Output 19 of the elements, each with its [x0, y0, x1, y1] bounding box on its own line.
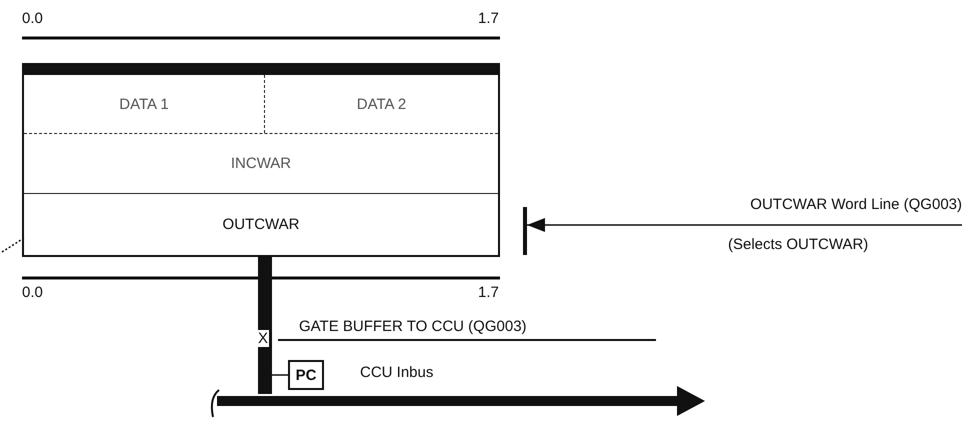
register-field: DATA 2 — [265, 75, 498, 133]
signal-note: (Selects OUTCWAR) — [728, 236, 868, 253]
register-field: DATA 1 — [24, 75, 265, 133]
register-field: OUTCWAR — [24, 193, 498, 255]
register-box — [22, 63, 500, 257]
bus-name: CCU Inbus — [360, 364, 434, 381]
signal-name: GATE BUFFER TO CCU (QG003) — [299, 318, 527, 335]
arrow — [527, 218, 962, 232]
scale-value: 1.7 — [478, 10, 499, 27]
connector-line — [272, 374, 288, 376]
register-field: INCWAR — [24, 133, 498, 193]
word-line-bar — [523, 207, 527, 255]
scale-value: 1.7 — [478, 284, 499, 301]
bus-connector — [258, 257, 272, 394]
edge-label: OUTCWAR Word Line (QG003) — [750, 196, 962, 213]
scale-value: 0.0 — [22, 10, 43, 27]
pc-box: PC — [288, 360, 324, 390]
gate-mark: X — [257, 330, 270, 347]
scale-value: 0.0 — [22, 284, 43, 301]
